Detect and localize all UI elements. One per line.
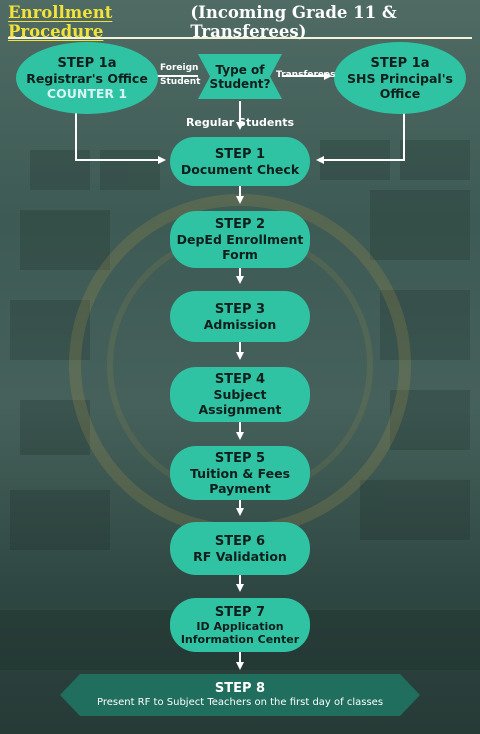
step-1a-registrar-line2: COUNTER 1 bbox=[46, 85, 128, 101]
step-8-title: STEP 8 bbox=[214, 681, 266, 696]
arrow-right-to-step1 bbox=[316, 110, 405, 164]
decision-line2: Student? bbox=[209, 76, 271, 91]
step-1a-principal-line1: SHS Principal's bbox=[347, 70, 453, 86]
decision-type-of-student: Type of Student? bbox=[198, 52, 282, 101]
step-6-rf-validation: STEP 6 RF Validation bbox=[170, 522, 310, 575]
step-1a-principal: STEP 1a SHS Principal's Office bbox=[334, 42, 466, 114]
step-1a-principal-line2: Office bbox=[379, 85, 421, 101]
branch-label-foreign: Foreign Student bbox=[160, 63, 201, 87]
step-4-subject-assignment: STEP 4 Subject Assignment bbox=[170, 367, 310, 422]
decision-line1: Type of bbox=[215, 62, 265, 77]
step-7-label-line2: Information Center bbox=[180, 632, 300, 646]
step-3-label: Admission bbox=[203, 316, 277, 332]
step-1a-registrar-line1: Registrar's Office bbox=[26, 70, 148, 86]
step-1a-principal-step: STEP 1a bbox=[370, 55, 430, 71]
branch-label-transferees: Transferees bbox=[276, 70, 336, 80]
step-1a-registrar: STEP 1a Registrar's Office COUNTER 1 bbox=[16, 42, 158, 114]
step-5-label-line1: Tuition & Fees bbox=[189, 465, 291, 481]
step-1-title: STEP 1 bbox=[214, 146, 266, 162]
step-2-title: STEP 2 bbox=[214, 217, 266, 232]
title-sub: (Incoming Grade 11 & Transferees) bbox=[190, 3, 397, 41]
step-3-title: STEP 3 bbox=[214, 301, 266, 317]
step-8-present-rf: STEP 8 Present RF to Subject Teachers on… bbox=[60, 674, 420, 716]
step-2-label-line1: DepEd Enrollment bbox=[176, 232, 304, 247]
step-7-label-line1: ID Application bbox=[196, 619, 284, 633]
step-6-title: STEP 6 bbox=[214, 533, 266, 549]
step-1-document-check: STEP 1 Document Check bbox=[170, 137, 310, 186]
step-7-title: STEP 7 bbox=[214, 604, 266, 620]
step-8-label: Present RF to Subject Teachers on the fi… bbox=[96, 697, 384, 708]
step-7-id-application: STEP 7 ID Application Information Center bbox=[170, 598, 310, 652]
branch-label-regular: Regular Students bbox=[185, 116, 295, 129]
step-4-title: STEP 4 bbox=[214, 372, 266, 387]
arrow-left-to-step1 bbox=[75, 110, 166, 164]
step-2-deped-enrollment-form: STEP 2 DepEd Enrollment Form bbox=[170, 211, 310, 268]
title-divider bbox=[8, 37, 472, 39]
step-8-banner-shape bbox=[60, 674, 420, 716]
step-5-label-line2: Payment bbox=[209, 480, 271, 496]
step-4-label-line1: Subject bbox=[213, 387, 267, 402]
step-6-label: RF Validation bbox=[193, 548, 287, 564]
branch-label-foreign-line2: Student bbox=[160, 77, 201, 87]
step-2-label-line2: Form bbox=[222, 247, 258, 262]
branch-label-foreign-line1: Foreign bbox=[160, 63, 199, 73]
decision-shape bbox=[198, 54, 282, 99]
step-5-tuition-fees-payment: STEP 5 Tuition & Fees Payment bbox=[170, 446, 310, 500]
step-3-admission: STEP 3 Admission bbox=[170, 291, 310, 342]
step-5-title: STEP 5 bbox=[214, 450, 266, 466]
page-title: Enrollment Procedure (Incoming Grade 11 … bbox=[8, 3, 472, 41]
step-1a-registrar-step: STEP 1a bbox=[57, 55, 117, 71]
title-main: Enrollment Procedure bbox=[8, 3, 113, 41]
step-1-label: Document Check bbox=[180, 161, 300, 177]
step-4-label-line2: Assignment bbox=[198, 402, 282, 417]
